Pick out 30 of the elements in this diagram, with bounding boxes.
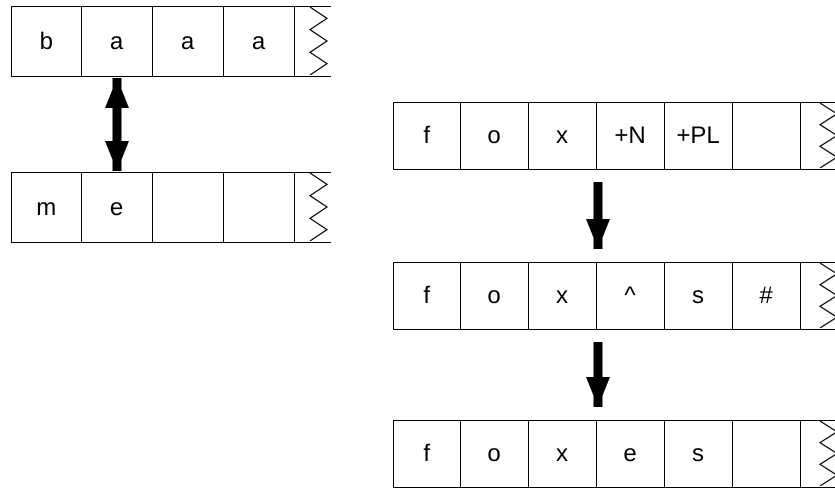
tape <box>11 172 331 243</box>
tape-symbol: m <box>36 194 56 222</box>
tape <box>393 262 835 330</box>
tape-symbol: f <box>423 282 430 310</box>
tape <box>393 420 835 488</box>
tape-symbol: f <box>423 122 430 150</box>
tape-symbol: x <box>556 122 568 150</box>
tape <box>393 102 835 170</box>
tape-symbol: +PL <box>676 122 720 150</box>
tape-symbol: a <box>180 28 194 56</box>
tape-symbol: f <box>423 440 430 468</box>
tape-symbol: # <box>759 282 773 310</box>
tape-symbol: x <box>556 282 568 310</box>
tape-symbol: s <box>692 440 704 468</box>
tape-symbol: +N <box>614 122 646 150</box>
tape-symbol: a <box>110 28 124 56</box>
arrow <box>105 78 129 171</box>
tape-symbol: o <box>487 282 501 310</box>
tape-symbol: e <box>623 440 637 468</box>
tape-symbol: ^ <box>624 282 636 310</box>
tape-symbol: o <box>487 122 501 150</box>
tape-symbol: x <box>556 440 568 468</box>
tape-symbol: s <box>692 282 704 310</box>
arrow <box>586 182 610 249</box>
tape-symbol: a <box>252 28 266 56</box>
tape-symbol: o <box>487 440 501 468</box>
tape-symbol: b <box>40 28 53 56</box>
tape-symbol: e <box>110 194 124 222</box>
arrow <box>586 342 610 407</box>
tape <box>11 6 331 77</box>
